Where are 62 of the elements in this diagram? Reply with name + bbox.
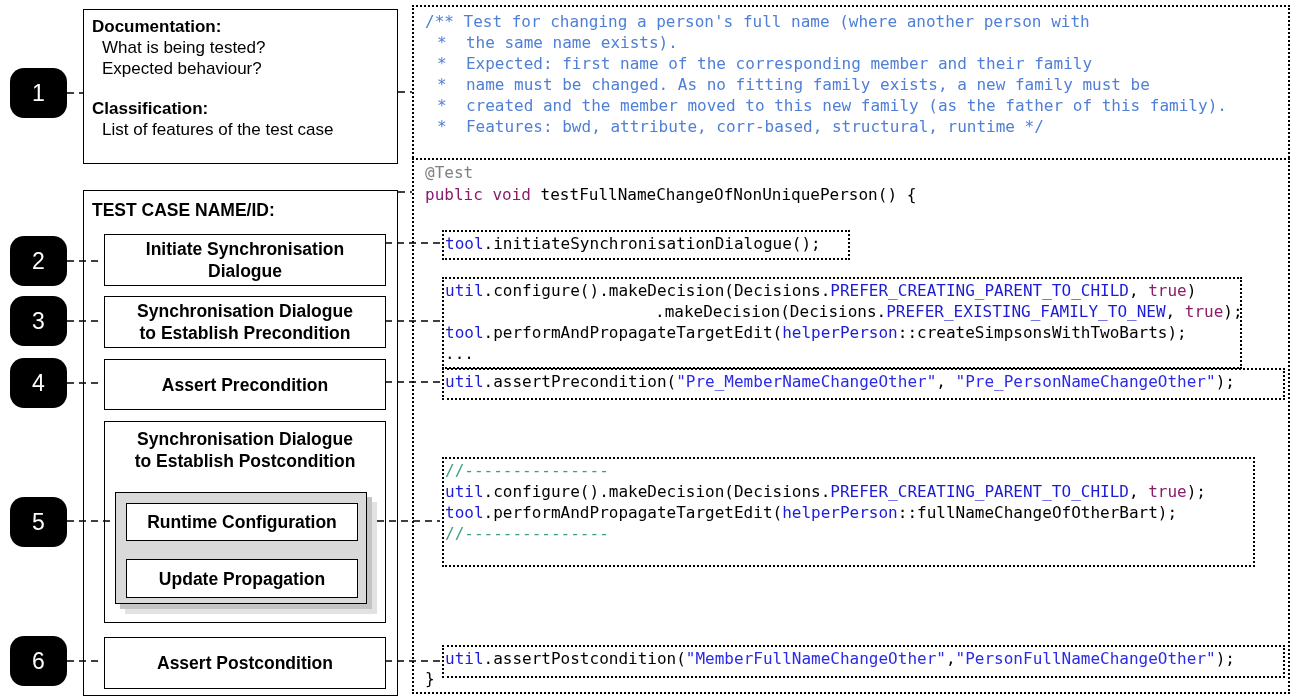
code-line: tool.initiateSynchronisationDialogue(); (445, 233, 822, 254)
section-text: What is being tested? (101, 37, 267, 58)
code-line: tool.performAndPropagateTargetEdit(helperPerson::createSimpsonsWithTwoBarts); (445, 322, 1188, 343)
step-number-badge: 6 (10, 636, 67, 686)
dashed-connector (384, 242, 441, 244)
code-box (442, 230, 850, 260)
comment-box (412, 5, 1290, 158)
step-number-badge: 5 (10, 497, 67, 547)
step-box (126, 503, 358, 541)
step-label: Assert Postcondition (157, 652, 333, 674)
method-box (412, 158, 1290, 694)
step-label: Synchronisation Dialogue to Establish Precondition (136, 300, 354, 344)
dashed-connector (397, 191, 413, 193)
code-line: util.assertPostcondition("MemberFullNameChangeOther","PersonFullNameChangeOther"); (445, 648, 1236, 669)
section-text: List of features of the test case (101, 119, 335, 140)
step-box (126, 559, 358, 598)
code-line: util.assertPrecondition("Pre_MemberNameChangeOther", "Pre_PersonNameChangeOther"); (445, 371, 1236, 392)
code-line: tool.performAndPropagateTargetEdit(helperPerson::fullNameChangeOfOtherBart); (445, 502, 1179, 523)
test-case-box (83, 190, 398, 696)
dashed-connector (66, 92, 84, 94)
documentation-box (83, 9, 398, 164)
dashed-connector (384, 660, 441, 662)
dashed-connector (397, 91, 413, 93)
code-box (442, 368, 1285, 400)
step-number-badge: 3 (10, 296, 67, 346)
step-group-box (104, 421, 386, 623)
code-comment: * the same name exists). (437, 32, 678, 53)
code-line: //--------------- (445, 460, 610, 481)
code-comment: * created and the member moved to this new family (as the father of this family). (437, 95, 1227, 116)
code-line: } (425, 668, 435, 689)
section-heading: Documentation: (92, 16, 223, 37)
step-label: Runtime Configuration (147, 511, 337, 533)
code-line: ... (445, 343, 475, 364)
code-line: util.configure().makeDecision(Decisions.PREFER_CREATING_PARENT_TO_CHILD, true) (445, 280, 1198, 301)
step-number-badge: 2 (10, 236, 67, 286)
group-title: TEST CASE NAME/ID: (91, 199, 276, 222)
code-line: //--------------- (445, 523, 610, 544)
step-label: Update Propagation (158, 567, 326, 590)
code-line: .makeDecision(Decisions.PREFER_EXISTING_FAMILY_TO_NEW, true); (654, 301, 1240, 322)
dashed-connector (384, 320, 441, 322)
code-line: util.configure().makeDecision(Decisions.PREFER_CREATING_PARENT_TO_CHILD, true); (445, 481, 1207, 502)
code-line: public void testFullNameChangeOfNonUniquePerson() { (425, 184, 917, 205)
step-box (104, 296, 386, 348)
code-comment: /** Test for changing a person's full name (where another person with (425, 11, 1090, 32)
code-comment: * Expected: first name of the corresponding member and their family (437, 53, 1093, 74)
code-box (442, 277, 1242, 369)
code-comment: * name must be changed. As no fitting family exists, a new family must be (437, 74, 1150, 95)
step-box (104, 359, 386, 410)
step-box (104, 637, 386, 689)
code-comment: * Features: bwd, attribute, corr-based, structural, runtime */ (437, 116, 1044, 137)
step-number-badge: 4 (10, 358, 67, 408)
step-box (104, 234, 386, 286)
section-heading: Classification: (92, 98, 210, 119)
step-label: Initiate Synchronisation Dialogue (144, 238, 346, 282)
step-number-badge: 1 (10, 68, 67, 118)
step-label: Assert Precondition (161, 373, 329, 396)
code-line: @Test (425, 162, 474, 183)
dashed-connector (384, 381, 441, 383)
group-title: Synchronisation Dialogue to Establish Postcondition (133, 428, 357, 473)
section-text: Expected behaviour? (101, 58, 263, 79)
code-box (442, 645, 1285, 678)
code-box (442, 457, 1255, 567)
